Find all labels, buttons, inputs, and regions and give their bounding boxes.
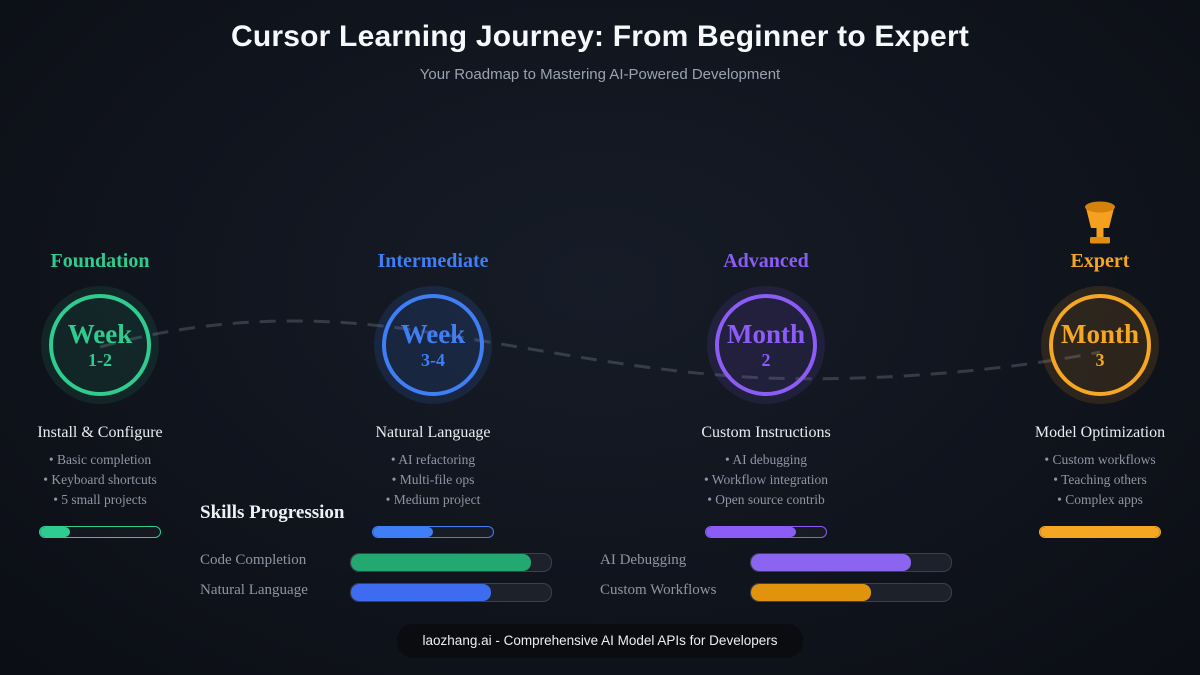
- stage-period-number: 3: [1095, 350, 1105, 370]
- stage-progress-track: [1039, 526, 1161, 538]
- footer-banner[interactable]: laozhang.ai - Comprehensive AI Model API…: [396, 624, 804, 658]
- bullet-item: • Teaching others: [1053, 472, 1147, 487]
- stage-subtitle: Install & Configure: [37, 424, 163, 441]
- skill-label-ai-debugging: AI Debugging: [600, 552, 687, 568]
- skills-section-heading: Skills Progression: [200, 502, 345, 523]
- stage-progress-track: [39, 526, 161, 538]
- stage-circle-ring: Week 3-4: [382, 294, 484, 396]
- skill-bar-fill: [351, 584, 491, 601]
- stage-period: Month: [726, 319, 805, 349]
- stage-progress-track: [705, 526, 827, 538]
- skill-label-custom-workflows: Custom Workflows: [600, 582, 717, 598]
- stage-circle-ring: Month 3: [1049, 294, 1151, 396]
- stage-bullet-list: • AI refactoring • Multi-file ops • Medi…: [333, 450, 533, 510]
- stage-progress-fill: [706, 527, 796, 537]
- stage-period-number: 1-2: [88, 350, 112, 370]
- stage-title: Intermediate: [377, 250, 489, 272]
- stage-progress-fill: [40, 527, 70, 537]
- bullet-item: • 5 small projects: [53, 492, 147, 507]
- skill-label-code-completion: Code Completion: [200, 552, 307, 568]
- stage-title: Advanced: [723, 250, 809, 272]
- stage-subtitle: Model Optimization: [1034, 424, 1166, 441]
- page-subtitle: Your Roadmap to Mastering AI-Powered Dev…: [419, 66, 781, 83]
- bullet-item: • Complex apps: [1057, 492, 1143, 507]
- bullet-item: • Medium project: [385, 492, 481, 507]
- stage-subtitle: Natural Language: [375, 424, 491, 441]
- stage-circle: Month 3: [1041, 286, 1159, 404]
- stage-period-number: 3-4: [421, 350, 445, 370]
- stage-period-number: 2: [761, 350, 771, 370]
- stage-progress-track: [372, 526, 494, 538]
- bullet-item: • Basic completion: [48, 452, 152, 467]
- stage-period: Week: [67, 319, 133, 349]
- stage-column-intermediate: Intermediate Week 3-4 Natural Language •…: [333, 250, 533, 538]
- stage-progress-fill: [1040, 527, 1160, 537]
- stage-circle: Month 2: [707, 286, 825, 404]
- bullet-item: • AI refactoring: [390, 452, 476, 467]
- skill-label-natural-language: Natural Language: [200, 582, 308, 598]
- stage-title: Expert: [1070, 250, 1130, 272]
- stage-column-foundation: Foundation Week 1-2 Install & Configure …: [0, 250, 200, 538]
- skill-bar-ai-debugging: [750, 553, 952, 572]
- skill-bar-natural-language: [350, 583, 552, 602]
- stage-subtitle: Custom Instructions: [701, 424, 831, 441]
- page-title: Cursor Learning Journey: From Beginner t…: [230, 20, 970, 53]
- stage-circle: Week 3-4: [374, 286, 492, 404]
- stage-progress-fill: [373, 527, 433, 537]
- skill-bar-fill: [351, 554, 531, 571]
- stage-bullet-list: • AI debugging • Workflow integration • …: [666, 450, 866, 510]
- bullet-item: • Multi-file ops: [391, 472, 475, 487]
- stage-bullet-list: • Custom workflows • Teaching others • C…: [1000, 450, 1200, 510]
- stage-column-expert: Expert Month 3 Model Optimization • Cust…: [1000, 250, 1200, 538]
- skill-bar-fill: [751, 554, 911, 571]
- stage-period: Month: [1060, 319, 1139, 349]
- bullet-item: • AI debugging: [725, 452, 807, 467]
- skill-bar-fill: [751, 584, 871, 601]
- stage-column-advanced: Advanced Month 2 Custom Instructions • A…: [666, 250, 866, 538]
- stage-circle: Week 1-2: [41, 286, 159, 404]
- stage-circle-ring: Month 2: [715, 294, 817, 396]
- stage-period: Week: [400, 319, 466, 349]
- bullet-item: • Keyboard shortcuts: [43, 472, 157, 487]
- trophy-icon: [1085, 201, 1115, 244]
- bullet-item: • Workflow integration: [703, 472, 829, 487]
- stage-circle-ring: Week 1-2: [49, 294, 151, 396]
- stage-title: Foundation: [50, 250, 150, 272]
- bullet-item: • Custom workflows: [1044, 452, 1156, 467]
- bullet-item: • Open source contrib: [707, 492, 825, 507]
- stage-bullet-list: • Basic completion • Keyboard shortcuts …: [0, 450, 200, 510]
- footer-banner-text: laozhang.ai - Comprehensive AI Model API…: [422, 633, 778, 648]
- skill-bar-custom-workflows: [750, 583, 952, 602]
- skill-bar-code-completion: [350, 553, 552, 572]
